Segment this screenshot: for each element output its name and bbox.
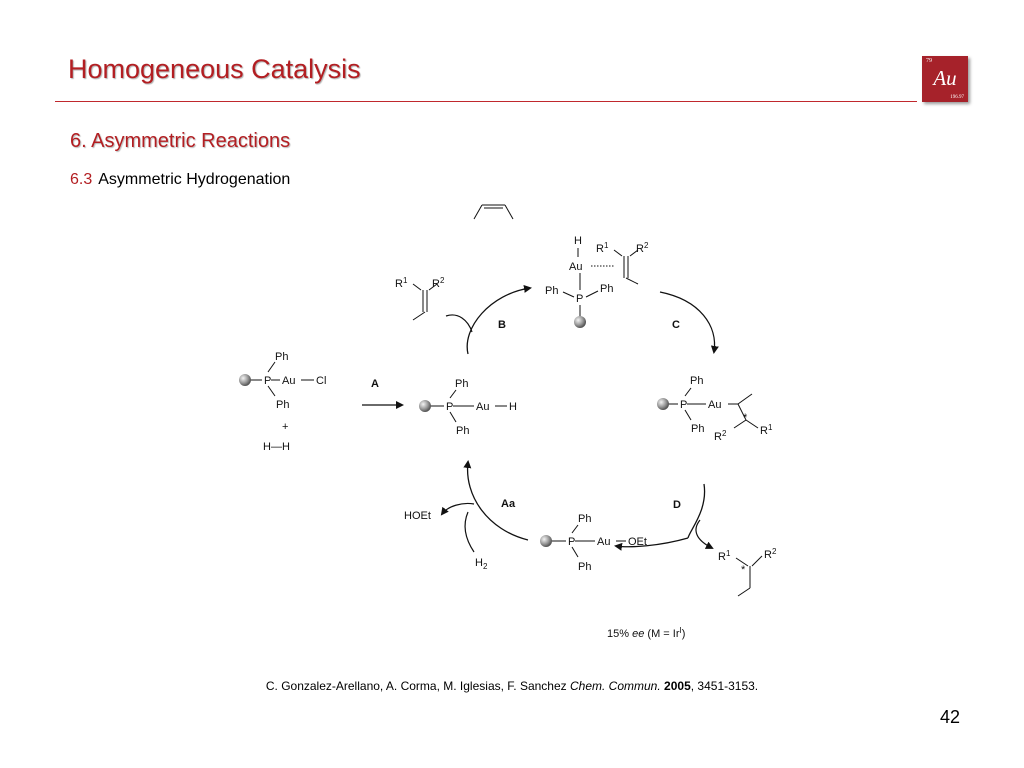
subsection-number: 6.3 [70, 171, 93, 188]
ph-label: Ph [276, 399, 289, 411]
step-label-a: A [371, 378, 379, 390]
gold-hydride-complex: P Au H Ph Ph [419, 378, 517, 437]
step-label-aa: Aa [501, 498, 516, 510]
hydrogenated-product: R1 R2 * [718, 547, 777, 597]
subsection-heading: 6.3 Asymmetric Hydrogenation [70, 171, 290, 189]
ph-label: Ph [690, 375, 703, 387]
atom-au: Au [282, 375, 295, 387]
step-aa-arrow [463, 460, 529, 541]
citation-authors: C. Gonzalez-Arellano, A. Corma, M. Igles… [265, 679, 567, 693]
ph-label: Ph [456, 425, 469, 437]
substituent-r1: R1 [596, 241, 609, 255]
ee-note: 15% ee (M = IrI) [607, 626, 685, 640]
logo-symbol: Au [933, 66, 957, 90]
alkene-substrate: R1 R2 [395, 276, 445, 321]
citation-year: 2005 [664, 679, 691, 693]
step-d-arrow [687, 483, 706, 539]
alkyl-gold-complex: P Au Ph Ph * R2 R1 [657, 375, 773, 443]
ph-label: Ph [600, 283, 613, 295]
substituent-r2: R2 [764, 547, 777, 561]
atom-p: P [576, 293, 583, 305]
h2-entry-arrow [464, 511, 475, 553]
ph-label: Ph [545, 285, 558, 297]
section-heading: 6. Asymmetric Reactions [70, 130, 291, 152]
slide-title: Homogeneous Catalysis [68, 54, 361, 84]
support-bead-icon [540, 535, 552, 547]
support-bead-icon [419, 400, 431, 412]
step-label-d: D [673, 499, 681, 511]
ph-label: Ph [691, 423, 704, 435]
ethoxide-oet: OEt [628, 536, 647, 548]
substituent-r2: R2 [432, 276, 445, 290]
hoet-release-arrow [440, 502, 475, 516]
starting-complex-au-cl: P Au Cl Ph Ph + H—H [239, 351, 326, 453]
atom-p: P [446, 401, 453, 413]
step-b-arrow [466, 284, 532, 355]
ph-label: Ph [578, 513, 591, 525]
citation: C. Gonzalez-Arellano, A. Corma, M. Igles… [0, 679, 1024, 693]
atom-h: H [509, 401, 517, 413]
plus-sign: + [282, 421, 288, 433]
alkene-coordinated-complex: H Au P Ph Ph R1 R2 [545, 235, 649, 328]
support-bead-icon [239, 374, 251, 386]
atom-au: Au [708, 399, 721, 411]
step-label-c: C [672, 319, 680, 331]
support-bead-icon [657, 398, 669, 410]
h2-molecule: H—H [263, 441, 290, 453]
product-release-arrow [695, 519, 714, 549]
gold-element-logo: 79 Au 196.97 [922, 56, 968, 102]
atom-h: H [574, 235, 582, 247]
atom-au: Au [597, 536, 610, 548]
substrate-entry-arrow [445, 314, 473, 333]
step-c-arrow [659, 291, 719, 354]
substituent-r1: R1 [395, 276, 408, 290]
atom-p: P [568, 536, 575, 548]
substituent-r1: R1 [718, 549, 731, 563]
alkene-sketch-top [473, 204, 514, 220]
hoet-byproduct: HOEt [404, 510, 431, 522]
atom-p: P [264, 375, 271, 387]
ph-label: Ph [275, 351, 288, 363]
stereocenter-star: * [743, 412, 748, 424]
citation-pages: , 3451-3153. [690, 679, 759, 693]
step-d-cycle-arrow [614, 537, 689, 551]
title-rule [55, 101, 917, 102]
ph-label: Ph [455, 378, 468, 390]
page-number: 42 [940, 707, 961, 727]
atom-au: Au [476, 401, 489, 413]
ph-label: Ph [578, 561, 591, 573]
h2-reagent: H2 [475, 557, 488, 571]
step-label-b: B [498, 319, 506, 331]
support-bead-icon [574, 316, 586, 328]
stereocenter-star: * [741, 564, 746, 576]
atom-au: Au [569, 261, 582, 273]
logo-atomic-number: 79 [926, 58, 932, 64]
substituent-r1: R1 [760, 423, 773, 437]
atom-p: P [680, 399, 687, 411]
atom-cl: Cl [316, 375, 326, 387]
logo-atomic-mass: 196.97 [950, 95, 964, 100]
gold-ethoxide-complex: P Au OEt Ph Ph [540, 513, 647, 573]
substituent-r2: R2 [714, 429, 727, 443]
subsection-title: Asymmetric Hydrogenation [98, 171, 291, 188]
substituent-r2: R2 [636, 241, 649, 255]
citation-journal: Chem. Commun. [570, 679, 661, 693]
